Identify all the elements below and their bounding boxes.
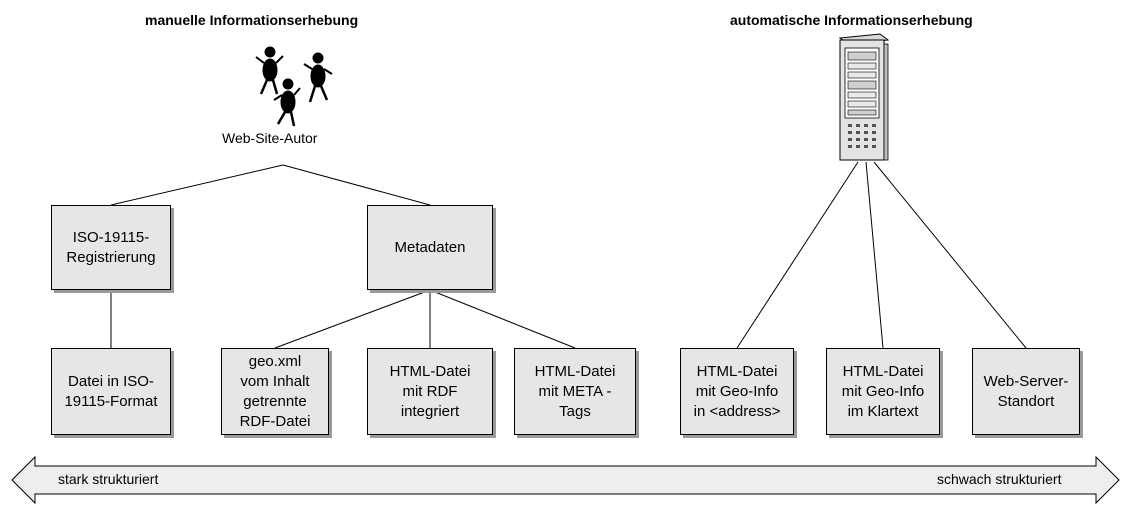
- html-address-box: HTML-Datei mit Geo-Info in <address>: [680, 348, 794, 435]
- geo-xml-box: geo.xml vom Inhalt getrennte RDF-Datei: [221, 348, 329, 435]
- metadata-label: Metadaten: [394, 238, 466, 256]
- structure-scale-arrow: [11, 455, 1120, 505]
- iso-registration-label: ISO-19115- Registrierung: [66, 228, 156, 266]
- people-icon: [255, 46, 333, 127]
- html-address-label: HTML-Datei mit Geo-Info in <address>: [693, 362, 781, 420]
- html-rdf-box: HTML-Datei mit RDF integriert: [367, 348, 493, 435]
- geo-xml-label: geo.xml vom Inhalt getrennte RDF-Datei: [239, 352, 311, 430]
- iso-registration-box: ISO-19115- Registrierung: [51, 205, 171, 290]
- iso-file-box: Datei in ISO- 19115-Format: [51, 348, 171, 435]
- automatic-heading: automatische Informationserhebung: [730, 12, 973, 28]
- metadata-box: Metadaten: [367, 205, 493, 290]
- html-meta-label: HTML-Datei mit META - Tags: [534, 362, 616, 420]
- iso-file-label: Datei in ISO- 19115-Format: [64, 372, 158, 410]
- weakly-structured-label: schwach strukturiert: [937, 471, 1062, 487]
- server-location-box: Web-Server- Standort: [972, 348, 1080, 435]
- html-meta-box: HTML-Datei mit META - Tags: [514, 348, 636, 435]
- server-icon: [838, 33, 890, 161]
- html-rdf-label: HTML-Datei mit RDF integriert: [389, 362, 471, 420]
- server-location-label: Web-Server- Standort: [983, 372, 1069, 410]
- server-connectors: [736, 161, 1027, 349]
- strongly-structured-label: stark strukturiert: [58, 471, 159, 487]
- author-label: Web-Site-Autor: [222, 130, 318, 146]
- html-plaintext-label: HTML-Datei mit Geo-Info im Klartext: [841, 362, 925, 420]
- author-connectors: [110, 164, 576, 349]
- manual-heading: manuelle Informationserhebung: [145, 12, 359, 28]
- html-plaintext-box: HTML-Datei mit Geo-Info im Klartext: [826, 348, 940, 435]
